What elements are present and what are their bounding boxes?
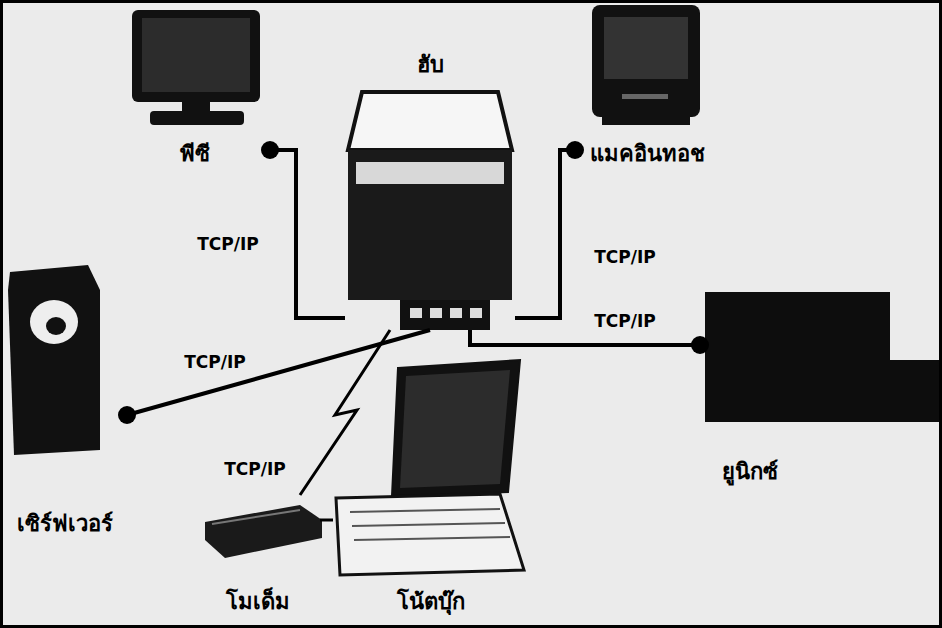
network-link <box>320 520 333 521</box>
device-node: ฮับ <box>345 52 515 330</box>
unix-workstation-icon <box>705 292 942 422</box>
device-label: พีซี <box>180 141 210 167</box>
link-line <box>515 150 575 318</box>
notebook-screen <box>400 370 510 488</box>
pc-monitor-icon <box>132 10 260 125</box>
mac-screen <box>604 17 688 79</box>
device-node: โน้ตบุ๊ก <box>333 358 528 615</box>
hub-port <box>450 308 462 318</box>
link-line <box>320 519 333 522</box>
notebook-icon <box>336 360 524 575</box>
mac-case <box>592 5 700 117</box>
device-label: โมเด็ม <box>226 589 290 615</box>
notebook-base <box>336 494 524 575</box>
notebook-keys <box>352 523 505 526</box>
monitor-base <box>150 111 244 125</box>
hub-port <box>470 308 482 318</box>
server-badge <box>30 300 78 344</box>
mac-slot <box>622 94 668 99</box>
server-tower <box>8 265 100 455</box>
hub-body <box>348 150 512 300</box>
hub-ports <box>400 300 490 330</box>
link-line <box>127 330 430 415</box>
device-node: โมเด็ม <box>195 495 320 615</box>
hub-icon <box>348 92 512 330</box>
network-link <box>118 330 430 424</box>
mac-foot <box>602 116 690 125</box>
notebook-keys <box>350 509 500 512</box>
hub-port <box>430 308 442 318</box>
device-node: ยูนิกซ์ <box>700 290 942 485</box>
protocol-label: TCP/IP <box>221 460 289 480</box>
modem-icon <box>205 505 322 558</box>
server-badge-center <box>46 317 66 335</box>
link-line <box>270 150 345 318</box>
network-link <box>515 141 584 318</box>
monitor-case <box>132 10 260 102</box>
network-link <box>470 330 709 354</box>
network-link <box>261 141 345 318</box>
notebook-keys <box>354 537 510 540</box>
hub-panel <box>356 162 504 184</box>
network-link <box>300 330 390 495</box>
connector-dot <box>118 406 136 424</box>
macintosh-icon <box>592 5 700 125</box>
device-node: แมคอินทอช <box>575 5 720 167</box>
device-label: ฮับ <box>417 52 444 78</box>
notebook-lid <box>392 360 520 496</box>
device-label: แมคอินทอช <box>590 141 705 167</box>
device-label: เซิร์ฟเวอร์ <box>17 511 113 537</box>
modem-edge <box>212 510 300 524</box>
connector-dot <box>261 141 279 159</box>
protocol-label: TCP/IP <box>591 248 659 268</box>
device-label: โน้ตบุ๊ก <box>397 589 465 615</box>
device-node: พีซี <box>120 5 270 167</box>
protocol-label: TCP/IP <box>591 312 659 332</box>
server-icon <box>8 265 100 455</box>
monitor-screen <box>142 18 250 92</box>
protocol-label: TCP/IP <box>181 353 249 373</box>
monitor-neck <box>182 102 210 112</box>
modem-body <box>205 505 322 558</box>
connector-dot <box>691 336 709 354</box>
link-line <box>300 330 390 495</box>
device-node: เซิร์ฟเวอร์ <box>3 262 127 537</box>
hub-top <box>348 92 512 150</box>
connector-dot <box>566 141 584 159</box>
hub-port <box>410 308 422 318</box>
link-line <box>470 330 700 345</box>
protocol-label: TCP/IP <box>194 235 262 255</box>
device-label: ยูนิกซ์ <box>722 459 778 485</box>
